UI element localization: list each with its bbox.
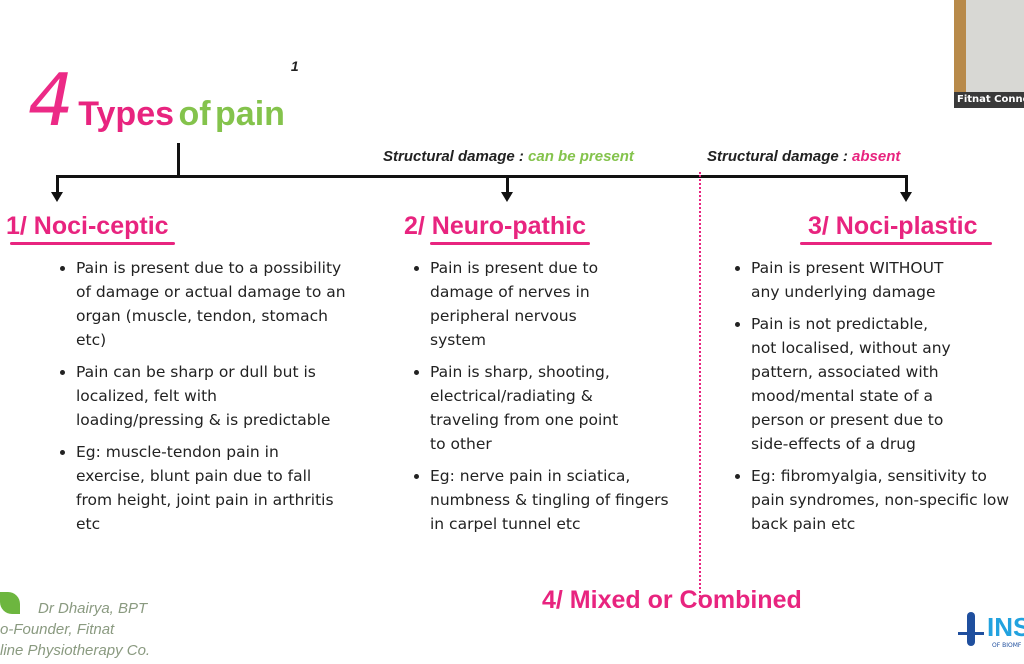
title-word: pain — [215, 95, 285, 133]
title-word: of — [178, 95, 211, 133]
structural-damage-note: Structural damage : absent — [707, 148, 901, 165]
bullet-list: Pain is present due to damage of nerves … — [412, 256, 670, 544]
footer-text: Dr Dhairya, BPT — [38, 600, 148, 617]
heading-neuropathic: 2/ Neuro-pathic — [404, 212, 586, 240]
logo-subtext: OF BIOMF — [992, 642, 1022, 649]
list-item: Eg: muscle-tendon pain in exercise, blun… — [60, 440, 346, 536]
connector-line — [506, 175, 509, 195]
slide-title: 4 Types of pain 1 — [28, 58, 299, 142]
heading-mixed: 4/ Mixed or Combined — [542, 586, 802, 614]
heading-nociplastic: 3/ Noci-plastic — [808, 212, 978, 240]
bullet-list: Pain is present WITHOUT any underlying d… — [733, 256, 1011, 544]
list-item: Pain is not predictable, not localised, … — [735, 312, 956, 456]
connector-line — [905, 175, 908, 195]
connector-line — [177, 143, 180, 177]
list-item: Eg: nerve pain in sciatica, numbness & t… — [414, 464, 670, 536]
footer-text: line Physiotherapy Co. — [0, 642, 151, 659]
arrow-down-icon — [501, 192, 513, 202]
underline — [10, 242, 175, 245]
list-item: Pain is present due to a possibility of … — [60, 256, 346, 352]
weightlifter-logo-icon — [958, 612, 984, 648]
participant-name: Fitnat Connect — [954, 92, 1024, 108]
title-superscript: 1 — [290, 58, 299, 74]
underline — [800, 242, 992, 245]
heading-nociceptic: 1/ Noci-ceptic — [6, 212, 169, 240]
leaf-logo-icon — [0, 592, 20, 614]
list-item: Pain is present due to damage of nerves … — [414, 256, 610, 352]
arrow-down-icon — [900, 192, 912, 202]
connector-line — [56, 175, 908, 178]
logo-text: INS — [987, 612, 1024, 642]
underline — [430, 242, 590, 245]
footer-text: o-Founder, Fitnat — [0, 621, 115, 638]
structural-damage-note: Structural damage : can be present — [383, 148, 634, 165]
arrow-down-icon — [51, 192, 63, 202]
title-number: 4 — [28, 58, 74, 142]
list-item: Pain is sharp, shooting, electrical/radi… — [414, 360, 630, 456]
bullet-list: Pain is present due to a possibility of … — [58, 256, 346, 544]
list-item: Eg: fibromyalgia, sensitivity to pain sy… — [735, 464, 1011, 536]
list-item: Pain can be sharp or dull but is localiz… — [60, 360, 346, 432]
title-word: Types — [78, 95, 175, 133]
list-item: Pain is present WITHOUT any underlying d… — [735, 256, 951, 304]
connector-line — [56, 175, 59, 195]
participant-video-tile[interactable]: Fitnat Connect — [954, 0, 1024, 108]
divider — [699, 172, 701, 600]
